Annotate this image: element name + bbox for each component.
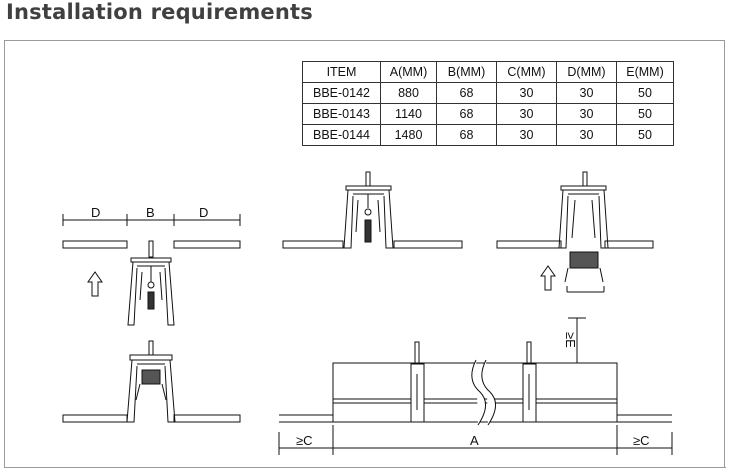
table-cell: 1140 — [380, 103, 437, 125]
table-cell: 50 — [616, 124, 674, 146]
table-cell: 30 — [556, 103, 617, 125]
dimension-a: A — [470, 433, 479, 448]
dimension-c-left: ≥C — [296, 433, 313, 448]
dimension-e: ≥E — [563, 332, 578, 348]
table-row: BBE-0143 1140 68 30 30 50 — [302, 103, 674, 125]
table-cell: 50 — [616, 103, 674, 125]
dimension-c-right: ≥C — [633, 433, 650, 448]
dimension-d-left: D — [91, 205, 100, 220]
frame-bottom-border — [4, 467, 726, 468]
column-header: A(MM) — [380, 61, 437, 83]
step-2-drawing — [282, 171, 463, 249]
table-cell: 30 — [496, 103, 557, 125]
page-title: Installation requirements — [6, 0, 313, 24]
dimension-d-right: D — [199, 205, 208, 220]
dimension-b: B — [146, 205, 155, 220]
table-cell: BBE-0142 — [302, 82, 381, 104]
table-cell: 50 — [616, 82, 674, 104]
step-4-drawing — [62, 340, 241, 423]
table-cell: BBE-0144 — [302, 124, 381, 146]
table-row: BBE-0144 1480 68 30 30 50 — [302, 124, 674, 146]
table-cell: 68 — [436, 82, 497, 104]
column-header: B(MM) — [436, 61, 497, 83]
step-1-drawing — [62, 214, 241, 326]
drawing-frame — [4, 40, 725, 468]
spec-table: ITEM A(MM) B(MM) C(MM) D(MM) E(MM) BBE-0… — [302, 61, 674, 146]
linear-installation-drawing — [278, 317, 673, 455]
column-header: C(MM) — [496, 61, 557, 83]
column-header: D(MM) — [556, 61, 617, 83]
step-3-drawing — [496, 171, 654, 293]
column-header: E(MM) — [616, 61, 674, 83]
